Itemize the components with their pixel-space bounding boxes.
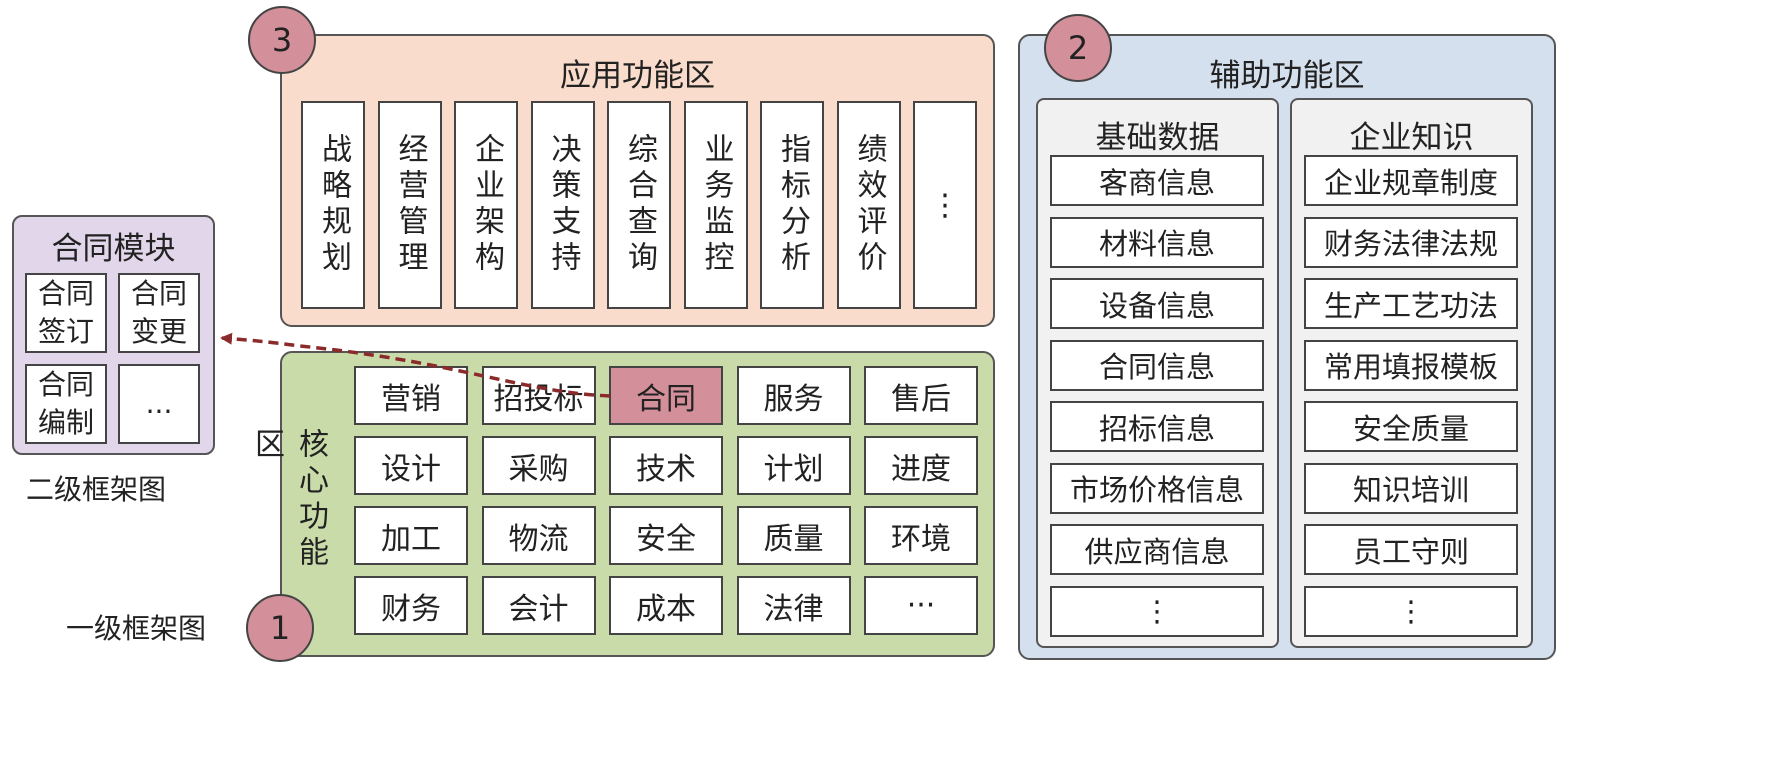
enterprise-knowledge-item: 常用填报模板 bbox=[1304, 339, 1518, 391]
enterprise-knowledge-item: 安全质量 bbox=[1304, 401, 1518, 452]
basic-data-item: 材料信息 bbox=[1050, 216, 1264, 268]
enterprise-knowledge-item: 生产工艺功法 bbox=[1304, 278, 1518, 329]
contract-module-title: 合同模块 bbox=[51, 231, 176, 267]
core-area-badge: 1 bbox=[246, 594, 314, 662]
core-item: 环境 bbox=[864, 506, 978, 565]
enterprise-knowledge-item: 员工守则 bbox=[1304, 524, 1518, 575]
core-item: 计划 bbox=[736, 436, 851, 495]
contract-module-item-line: 签订 bbox=[37, 315, 94, 348]
core-item: 技术 bbox=[609, 436, 723, 495]
core-item: 会计 bbox=[481, 576, 596, 635]
core-item: 物流 bbox=[481, 506, 596, 565]
core-item: 服务 bbox=[736, 366, 851, 425]
core-item-highlighted: 合同 bbox=[609, 366, 723, 425]
level2-label: 二级框架图 bbox=[26, 473, 167, 506]
arrow-path bbox=[220, 332, 611, 398]
enterprise-knowledge-item: 财务法律法规 bbox=[1304, 216, 1518, 268]
application-item: 战略规划 bbox=[301, 101, 365, 309]
contract-module-item-line: 编制 bbox=[37, 406, 94, 439]
core-item: 设计 bbox=[354, 436, 468, 495]
auxiliary-area-badge: 2 bbox=[1044, 14, 1112, 82]
application-item: 经营管理 bbox=[377, 101, 442, 309]
core-item: 进度 bbox=[864, 436, 978, 495]
application-item: 业务监控 bbox=[683, 101, 748, 309]
basic-data-item: 设备信息 bbox=[1050, 278, 1264, 329]
contract-module-item-line: ... bbox=[145, 387, 173, 420]
basic-data-item: 客商信息 bbox=[1050, 155, 1264, 206]
enterprise-knowledge-item: ⋮ bbox=[1304, 585, 1518, 637]
core-area-title: 核心功能区 bbox=[249, 428, 328, 572]
core-item: 采购 bbox=[481, 436, 596, 495]
basic-data-item: 招标信息 bbox=[1050, 401, 1264, 452]
core-item: 质量 bbox=[736, 506, 851, 565]
core-item: 成本 bbox=[609, 576, 723, 635]
application-item: ⋮ bbox=[913, 101, 977, 309]
application-item: 综合查询 bbox=[607, 101, 671, 309]
contract-module-item-line: 合同 bbox=[37, 277, 94, 310]
basic-data-item: 市场价格信息 bbox=[1050, 462, 1264, 514]
basic-data-item: 合同信息 bbox=[1050, 339, 1264, 391]
core-item: 营销 bbox=[354, 366, 468, 425]
application-item: 绩效评价 bbox=[836, 101, 901, 309]
application-area-title: 应用功能区 bbox=[560, 58, 715, 94]
core-item: 安全 bbox=[609, 506, 723, 565]
application-item: 企业架构 bbox=[454, 101, 518, 309]
application-item: 决策支持 bbox=[530, 101, 595, 309]
application-item: 指标分析 bbox=[760, 101, 824, 309]
enterprise-knowledge-item: 企业规章制度 bbox=[1304, 155, 1518, 206]
basic-data-title: 基础数据 bbox=[1095, 120, 1220, 156]
contract-module-item-line: 合同 bbox=[37, 368, 94, 401]
contract-module-item: 合同变更 bbox=[118, 273, 200, 353]
basic-data-item: ⋮ bbox=[1050, 585, 1264, 637]
auxiliary-area-title: 辅助功能区 bbox=[1209, 58, 1365, 94]
basic-data-item: 供应商信息 bbox=[1050, 524, 1264, 575]
core-item: ··· bbox=[864, 576, 978, 635]
contract-module-item-line: 变更 bbox=[130, 315, 187, 348]
application-area-badge: 3 bbox=[248, 6, 316, 74]
enterprise-knowledge-title: 企业知识 bbox=[1349, 120, 1474, 156]
core-item: 加工 bbox=[354, 506, 468, 565]
core-item: 法律 bbox=[736, 576, 851, 635]
core-item: 财务 bbox=[354, 576, 468, 635]
contract-module-item: ... bbox=[118, 364, 200, 444]
contract-module-item: 合同签订 bbox=[25, 273, 107, 353]
enterprise-knowledge-item: 知识培训 bbox=[1304, 462, 1518, 514]
core-item: 售后 bbox=[864, 366, 978, 425]
contract-module-item: 合同编制 bbox=[25, 364, 107, 444]
level1-label: 一级框架图 bbox=[66, 612, 207, 645]
contract-module-item-line: 合同 bbox=[130, 277, 187, 310]
